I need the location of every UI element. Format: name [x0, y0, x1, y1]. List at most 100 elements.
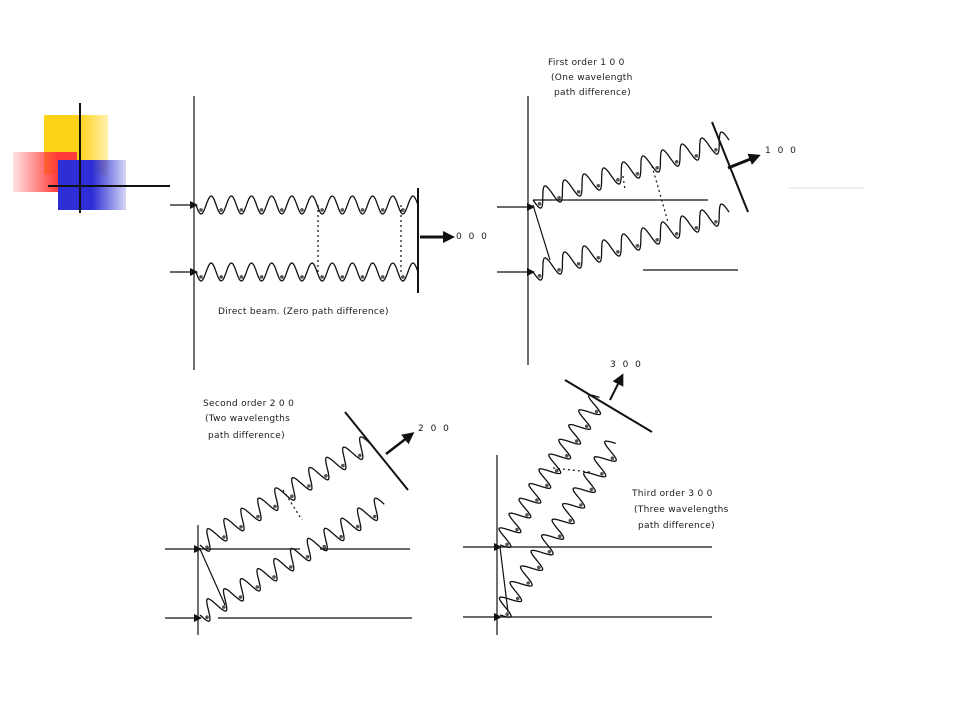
wave-upper: [498, 394, 602, 549]
wave-crest-shade: [290, 494, 294, 499]
wave-crest-shade: [256, 514, 260, 519]
wave-crest-shade: [515, 527, 519, 532]
wave-crest-shade: [674, 160, 679, 164]
wave-crest-shade: [579, 503, 583, 507]
wave-crest-shade: [324, 474, 328, 478]
wave-crest-shade: [280, 275, 284, 279]
wave-crest-shade: [537, 274, 542, 278]
order-label-300: 3 0 0: [610, 360, 643, 370]
wave-crest-shade: [714, 220, 718, 224]
wave-crest-shade: [537, 565, 541, 570]
wave-crest-shade: [300, 208, 304, 212]
path-marker-dotted: [282, 489, 303, 521]
wave-crest-shade: [340, 275, 345, 279]
wave-crest-shade: [674, 232, 679, 236]
wave-crest-shade: [714, 148, 718, 152]
wave-crest-shade: [320, 208, 324, 212]
path-difference-line: [532, 204, 551, 261]
wave-crest-shade: [535, 498, 539, 502]
order-label-200: 2 0 0: [418, 424, 451, 434]
wave-crest-shade: [360, 208, 365, 212]
wave-crest-shade: [616, 178, 620, 182]
wave-crest-shade: [574, 439, 579, 443]
wave-crest-shade: [401, 275, 405, 279]
wave-crest-shade: [272, 575, 276, 579]
wave-crest-shade: [219, 208, 223, 212]
wave-crest-shade: [322, 544, 327, 549]
wave-upper: [199, 436, 371, 552]
wave-crest-shade: [545, 483, 549, 488]
caption-second-order-line1: Second order 2 0 0: [203, 399, 295, 409]
wave-crest-shade: [289, 565, 293, 569]
wave-crest-shade: [584, 424, 589, 429]
deco-faint-line: [788, 187, 864, 189]
wave-crest-shade: [525, 513, 529, 517]
path-marker-dotted: [552, 467, 591, 473]
wave-crest-shade: [557, 268, 561, 272]
wave-crest-shade: [255, 585, 260, 589]
wave-crest-shade: [616, 250, 620, 254]
wave-crest-shade: [505, 542, 509, 547]
deco-vertical-line: [79, 103, 81, 213]
wave-lower: [199, 497, 385, 622]
wave-crest-shade: [372, 514, 377, 519]
wavefront-line: [344, 411, 409, 491]
panel-third-order: [463, 373, 712, 635]
wave-crest-shade: [305, 555, 310, 559]
wave-crest-shade: [655, 238, 659, 242]
diffracted-arrow-300: [609, 373, 624, 401]
wave-crest-shade: [694, 154, 699, 158]
wave-crest-shade: [401, 208, 405, 212]
wave-crest-shade: [199, 275, 203, 279]
wave-upper: [195, 195, 419, 215]
caption-first-order-line2: (One wavelength: [551, 73, 633, 83]
wave-crest-shade: [341, 463, 345, 468]
wave-crest-shade: [635, 244, 640, 248]
wave-crest-shade: [610, 456, 615, 461]
wave-crest-shade: [594, 409, 599, 414]
wave-crest-shade: [259, 275, 264, 279]
wave-crest-shade: [515, 596, 520, 601]
caption-first-order-line1: First order 1 0 0: [548, 58, 625, 68]
wave-crest-shade: [222, 605, 226, 609]
wave-crest-shade: [600, 472, 604, 476]
caption-direct-beam: Direct beam. (Zero path difference): [218, 307, 389, 317]
wave-crest-shade: [537, 202, 542, 206]
wave-crest-shade: [547, 550, 552, 554]
wave-crest-shade: [280, 208, 284, 212]
caption-first-order-line3: path difference): [554, 88, 631, 98]
wave-crest-shade: [307, 484, 311, 488]
caption-third-order-line3: path difference): [638, 521, 715, 531]
wave-crest-shade: [199, 208, 203, 212]
wave-lower: [195, 262, 419, 282]
wave-crest-shade: [360, 275, 365, 279]
wave-crest-shade: [320, 275, 324, 279]
wave-crest-shade: [205, 545, 209, 549]
wave-crest-shade: [358, 453, 362, 458]
wave-crest-shade: [300, 275, 304, 279]
order-label-100: 1 0 0: [765, 146, 798, 156]
wave-crest-shade: [589, 487, 594, 492]
wave-crest-shade: [356, 524, 360, 529]
wave-crest-shade: [568, 518, 573, 523]
wave-crest-shade: [565, 454, 569, 458]
wave-crest-shade: [557, 196, 561, 200]
wave-crest-shade: [380, 208, 385, 212]
wave-crest-shade: [576, 190, 581, 194]
path-difference-line: [499, 546, 509, 613]
wave-crest-shade: [222, 535, 226, 539]
order-label-000: 0 0 0: [456, 232, 489, 242]
wave-crest-shade: [340, 208, 345, 212]
wave-crest-shade: [205, 615, 209, 619]
wave-crest-shade: [655, 166, 659, 170]
wave-crest-shade: [526, 581, 530, 585]
caption-third-order-line1: Third order 3 0 0: [632, 489, 713, 499]
wave-lower: [532, 203, 730, 281]
wave-crest-shade: [555, 468, 559, 473]
wavefront-line: [564, 379, 653, 433]
wave-crest-shade: [694, 226, 699, 230]
wave-lower: [498, 440, 617, 618]
panel-second-order: [165, 411, 415, 635]
